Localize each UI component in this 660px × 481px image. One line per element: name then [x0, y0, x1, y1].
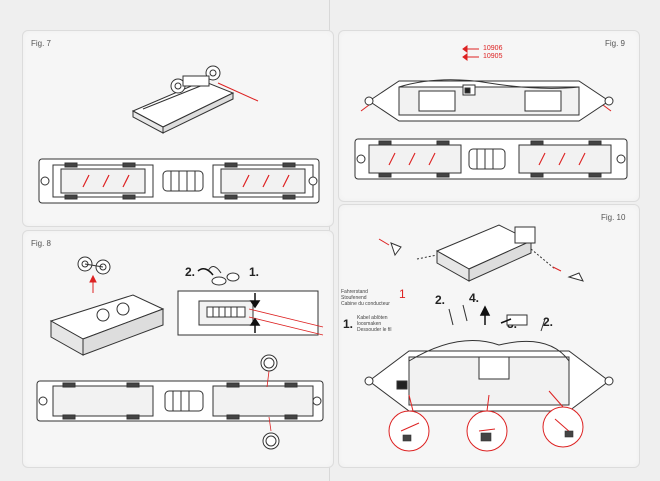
figure-10-step-4: 4.	[469, 291, 480, 305]
cable-note-line: Dessouder le fil	[357, 327, 392, 333]
figure-9-label: Fig. 9	[605, 39, 626, 48]
cable-note-line: loosmaken	[357, 321, 382, 327]
part-number-10905: 10905	[483, 53, 503, 60]
figure-7-label: Fig. 7	[31, 39, 52, 48]
figure-8-drawing	[36, 256, 324, 450]
figure-7-panel: Fig. 7	[22, 30, 334, 227]
figure-10-panel: Fig. 10 Fahrerstand Stoufenend Cabine du…	[338, 204, 640, 468]
figure-9-panel: Fig. 9 10906 10905	[338, 30, 640, 202]
figure-8-label: Fig. 8	[31, 239, 52, 248]
figure-10-step-2b: 2.	[543, 315, 554, 329]
figure-8-step-2: 2.	[185, 265, 196, 279]
figure-8-panel: Fig. 8 2. 1.	[22, 230, 334, 468]
cab-legend-ref: 1	[399, 287, 406, 301]
figure-10-step-2: 2.	[435, 293, 446, 307]
figure-9-drawing	[354, 45, 628, 180]
figure-8-step-1: 1.	[249, 265, 260, 279]
cab-legend-line: Cabine du conducteur	[341, 301, 390, 307]
part-number-10906: 10906	[483, 45, 503, 52]
cab-legend: Fahrerstand Stoufenend Cabine du conduct…	[341, 289, 390, 307]
figure-7-drawing	[38, 65, 320, 204]
cab-legend-line: Fahrerstand	[341, 289, 368, 295]
figure-10-drawing	[364, 224, 614, 452]
cable-note: Kabel ablöten loosmaken Dessouder le fil	[357, 315, 391, 333]
figure-10-step-1: 1.	[343, 317, 354, 331]
cab-legend-line: Stoufenend	[341, 295, 367, 301]
figure-10-label: Fig. 10	[601, 213, 626, 222]
cable-note-line: Kabel ablöten	[357, 315, 388, 321]
